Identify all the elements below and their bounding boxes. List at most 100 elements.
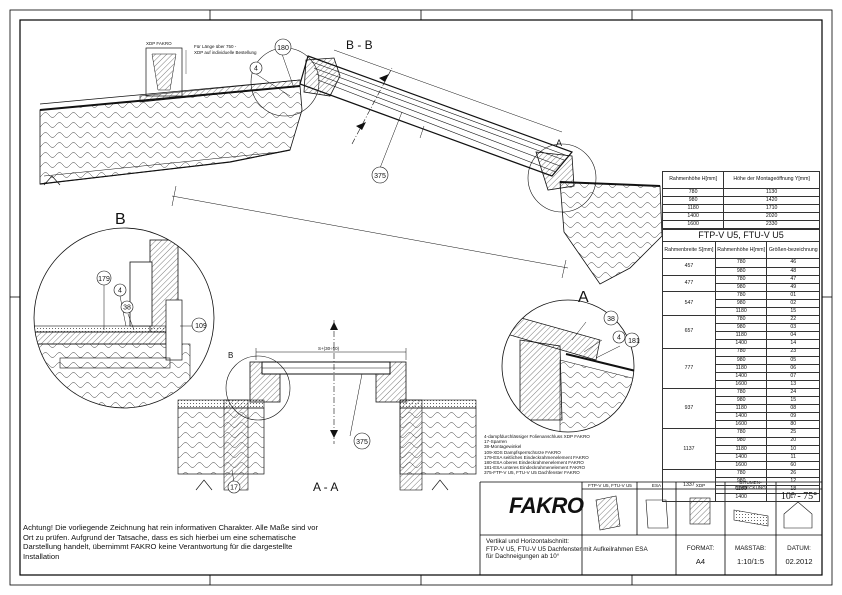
table-cell: 1180 — [661, 204, 725, 214]
table-cell: 780 — [661, 187, 725, 198]
table-cell: 06 — [766, 363, 820, 373]
title-product-xdp: XDP — [695, 483, 706, 488]
table-header-size: Größen-bezeichnung — [766, 241, 820, 260]
table-header-height: Rahmenhöhe H[mm] — [714, 241, 768, 260]
table-cell: 1400 — [661, 212, 725, 222]
section-marker-b: B — [228, 351, 233, 360]
table-cell: 10 — [766, 444, 820, 454]
legend-item: 17-Sparren — [484, 439, 507, 445]
tag-circles — [96, 38, 640, 494]
table-cell: 1600 — [714, 460, 768, 470]
table-cell: 23 — [766, 347, 820, 357]
table-cell: 22 — [766, 315, 820, 325]
tag-375-top: 375 — [374, 173, 386, 180]
table-cell: 1180 — [714, 444, 768, 454]
table-cell: 13 — [766, 379, 820, 389]
table-cell: 26 — [766, 468, 820, 479]
format-value: A4 — [695, 557, 706, 566]
tag-38-b: 38 — [123, 305, 131, 312]
table-cell: 2330 — [723, 220, 820, 230]
date-value: 02.2012 — [785, 557, 813, 566]
table-cell-width: 1137 — [662, 428, 716, 470]
description-line: FTP-V U5, FTU-V U5 Dachfenster mit Aufke… — [486, 545, 648, 553]
table-cell: 1600 — [714, 420, 768, 430]
table-cell: 49 — [766, 282, 820, 292]
legend-item: 181-ESA unteres Eindeckrahmenelement FAK… — [484, 465, 586, 471]
table-cell-width: 777 — [662, 347, 716, 389]
table-cell: 04 — [766, 331, 820, 341]
table-cell: 09 — [766, 412, 820, 422]
legend-item: 375-FTP-V U5, FTU-V U5 Dachfenster FAKRO — [484, 470, 580, 476]
table-cell: 60 — [766, 460, 820, 470]
table-cell-width: 477 — [662, 274, 716, 292]
description-line: Vertikal und Horizontalschnitt: — [486, 538, 569, 545]
table-cell: 1710 — [723, 204, 820, 214]
section-bb-drawing — [39, 47, 663, 285]
table-cell: 25 — [766, 428, 820, 438]
table-cell: 15 — [766, 396, 820, 406]
table-cell: 780 — [714, 258, 768, 268]
table-cell: 1180 — [714, 404, 768, 414]
section-aa-label: A - A — [313, 480, 338, 494]
model-title: FTP-V U5, FTU-V U5 — [662, 229, 820, 243]
table-header-frame-height: Rahmenhöhe H[mm] — [661, 171, 725, 189]
dimension-table: Rahmenhöhe H[mm] Höhe der Montageöffnung… — [661, 171, 820, 503]
title-product-esa: ESA — [651, 483, 662, 488]
table-cell: 980 — [714, 355, 768, 365]
section-aa-drawing — [177, 320, 477, 491]
table-cell: 1400 — [714, 452, 768, 462]
table-cell: 980 — [661, 196, 725, 206]
description-line: für Dachneigungen ab 10° — [486, 553, 560, 560]
table-cell-width: 1337 — [662, 468, 716, 503]
legend-item: 38-Montagewinkel — [484, 444, 522, 450]
product-thumbnails — [595, 495, 813, 531]
date-label: DATUM: — [787, 545, 811, 552]
table-cell: 1180 — [714, 331, 768, 341]
scale-value: 1:10/1:5 — [736, 557, 765, 566]
xdp-label: XDP FAKRO — [146, 41, 172, 46]
table-cell-width: 547 — [662, 290, 716, 317]
tag-4-a: 4 — [617, 335, 621, 342]
table-cell: 05 — [766, 355, 820, 365]
xdp-note-2: XDP auf individuelle Bestellung — [194, 50, 257, 55]
tag-4-top: 4 — [254, 66, 258, 73]
table-cell: 980 — [714, 396, 768, 406]
legend-item: 4-dampfdurchlässiger Folienanschluss XDP… — [484, 434, 590, 439]
table-cell: 46 — [766, 258, 820, 268]
legend-item: 179-ESA seitliches Eindeckrahmenelement … — [484, 454, 589, 460]
table-cell: 1400 — [714, 371, 768, 381]
tag-180: 180 — [277, 45, 289, 52]
tag-38-a: 38 — [607, 316, 615, 323]
format-label: FORMAT: — [686, 545, 715, 552]
detail-a-label: A — [578, 289, 589, 306]
table-cell: 1600 — [714, 379, 768, 389]
table-cell-width: 937 — [662, 387, 716, 430]
xdp-note-1: Für Länge über 750 - — [194, 44, 237, 49]
table-cell: 1420 — [723, 196, 820, 206]
table-header-width: Rahmenbreite S[mm] — [662, 241, 716, 260]
tag-179: 179 — [98, 276, 110, 283]
roof-angle: 10° - 75° — [780, 491, 818, 502]
dimension-s: S+(30÷50) — [318, 346, 340, 351]
tag-4-b: 4 — [118, 288, 122, 295]
legend-item: 180-ESA oberes Eindeckrahmenelement FAKR… — [484, 460, 584, 466]
tag-17: 17 — [230, 485, 238, 492]
table-cell: 80 — [766, 420, 820, 430]
border-ticks — [10, 10, 832, 585]
table-cell: 980 — [714, 266, 768, 276]
table-cell: 02 — [766, 298, 820, 309]
table-cell-width: 657 — [662, 315, 716, 349]
legend: 4-dampfdurchlässiger Folienanschluss XDP… — [484, 434, 659, 476]
table-cell-width: 457 — [662, 258, 716, 276]
table-cell: 1180 — [714, 363, 768, 373]
